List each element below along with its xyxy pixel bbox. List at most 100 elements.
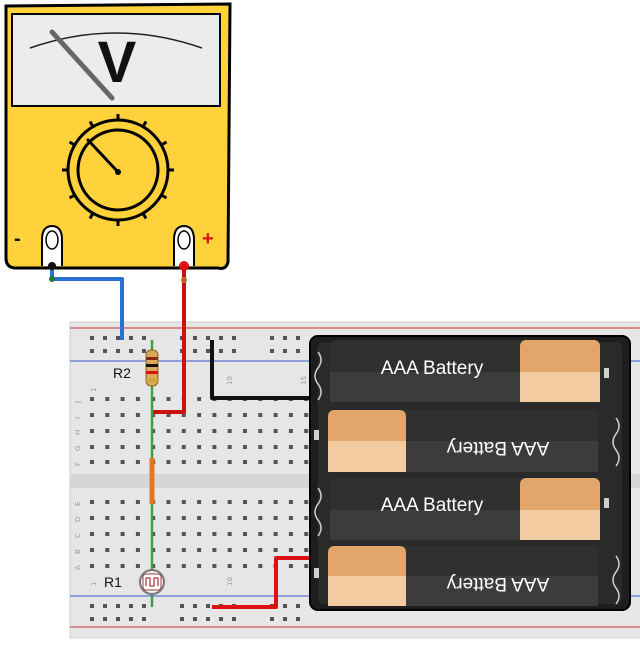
breadboard-hole[interactable] — [227, 532, 232, 536]
breadboard-hole[interactable] — [135, 429, 140, 433]
breadboard-hole[interactable] — [181, 500, 186, 504]
breadboard-hole[interactable] — [166, 397, 171, 401]
breadboard-hole[interactable] — [135, 413, 140, 417]
breadboard-hole[interactable] — [258, 500, 263, 504]
breadboard-hole[interactable] — [166, 532, 171, 536]
breadboard-hole[interactable] — [258, 532, 263, 536]
breadboard-hole[interactable] — [273, 445, 278, 449]
breadboard-hole[interactable] — [197, 516, 202, 520]
breadboard-hole[interactable] — [90, 349, 94, 353]
breadboard-hole[interactable] — [288, 500, 293, 504]
breadboard-hole[interactable] — [296, 617, 300, 621]
breadboard-hole[interactable] — [304, 500, 309, 504]
breadboard-hole[interactable] — [90, 548, 94, 552]
breadboard-hole[interactable] — [212, 460, 217, 464]
breadboard-hole[interactable] — [105, 397, 110, 401]
breadboard-hole[interactable] — [166, 429, 171, 433]
breadboard-hole[interactable] — [206, 604, 210, 608]
breadboard-hole[interactable] — [105, 429, 110, 433]
breadboard-hole[interactable] — [180, 617, 184, 621]
breadboard-hole[interactable] — [304, 532, 309, 536]
breadboard-hole[interactable] — [129, 349, 133, 353]
breadboard-hole[interactable] — [273, 460, 278, 464]
breadboard-hole[interactable] — [283, 349, 287, 353]
breadboard-hole[interactable] — [181, 548, 186, 552]
breadboard-hole[interactable] — [103, 349, 107, 353]
breadboard-hole[interactable] — [135, 564, 140, 568]
breadboard-hole[interactable] — [193, 604, 197, 608]
breadboard-hole[interactable] — [120, 460, 125, 464]
breadboard-hole[interactable] — [135, 532, 140, 536]
breadboard-hole[interactable] — [90, 617, 94, 621]
breadboard-hole[interactable] — [193, 336, 197, 340]
breadboard-hole[interactable] — [304, 564, 309, 568]
breadboard-hole[interactable] — [258, 445, 263, 449]
breadboard-hole[interactable] — [273, 548, 278, 552]
breadboard-hole[interactable] — [181, 564, 186, 568]
breadboard-hole[interactable] — [135, 548, 140, 552]
breadboard-hole[interactable] — [288, 413, 293, 417]
breadboard-hole[interactable] — [227, 564, 232, 568]
breadboard-hole[interactable] — [181, 532, 186, 536]
breadboard-hole[interactable] — [197, 548, 202, 552]
breadboard-hole[interactable] — [120, 397, 125, 401]
breadboard-hole[interactable] — [243, 460, 247, 464]
breadboard-hole[interactable] — [243, 500, 247, 504]
breadboard-hole[interactable] — [90, 532, 94, 536]
breadboard-hole[interactable] — [197, 460, 202, 464]
breadboard-hole[interactable] — [296, 604, 300, 608]
breadboard-hole[interactable] — [116, 604, 120, 608]
breadboard-hole[interactable] — [181, 445, 186, 449]
breadboard-hole[interactable] — [288, 445, 293, 449]
breadboard-hole[interactable] — [243, 548, 247, 552]
breadboard-hole[interactable] — [103, 617, 107, 621]
breadboard-hole[interactable] — [129, 336, 133, 340]
breadboard-hole[interactable] — [288, 532, 293, 536]
breadboard-hole[interactable] — [304, 429, 309, 433]
breadboard-hole[interactable] — [135, 397, 140, 401]
breadboard-hole[interactable] — [105, 460, 110, 464]
breadboard-hole[interactable] — [142, 617, 146, 621]
breadboard-hole[interactable] — [135, 445, 140, 449]
breadboard-hole[interactable] — [166, 460, 171, 464]
breadboard-hole[interactable] — [304, 445, 309, 449]
breadboard-hole[interactable] — [258, 564, 263, 568]
breadboard-hole[interactable] — [232, 349, 236, 353]
breadboard-hole[interactable] — [270, 349, 274, 353]
breadboard-hole[interactable] — [212, 500, 217, 504]
breadboard-hole[interactable] — [166, 445, 171, 449]
breadboard-hole[interactable] — [120, 548, 125, 552]
meter-dial[interactable] — [62, 114, 174, 226]
breadboard-hole[interactable] — [283, 604, 287, 608]
breadboard-hole[interactable] — [212, 516, 217, 520]
breadboard-hole[interactable] — [212, 532, 217, 536]
breadboard-hole[interactable] — [273, 413, 278, 417]
breadboard-hole[interactable] — [273, 500, 278, 504]
breadboard-hole[interactable] — [288, 460, 293, 464]
breadboard-hole[interactable] — [135, 516, 140, 520]
breadboard-hole[interactable] — [103, 604, 107, 608]
breadboard-hole[interactable] — [181, 516, 186, 520]
breadboard-hole[interactable] — [197, 445, 202, 449]
breadboard-hole[interactable] — [212, 564, 217, 568]
breadboard-hole[interactable] — [120, 429, 125, 433]
breadboard-hole[interactable] — [105, 445, 110, 449]
breadboard-hole[interactable] — [296, 336, 300, 340]
breadboard-hole[interactable] — [193, 349, 197, 353]
breadboard-hole[interactable] — [212, 429, 217, 433]
breadboard-hole[interactable] — [105, 413, 110, 417]
resistor-r2[interactable] — [145, 349, 159, 387]
breadboard-hole[interactable] — [105, 516, 110, 520]
breadboard-hole[interactable] — [270, 336, 274, 340]
breadboard-hole[interactable] — [227, 500, 232, 504]
breadboard-hole[interactable] — [304, 516, 309, 520]
breadboard-hole[interactable] — [193, 617, 197, 621]
breadboard-hole[interactable] — [90, 445, 94, 449]
breadboard-hole[interactable] — [142, 336, 146, 340]
breadboard-hole[interactable] — [243, 516, 247, 520]
breadboard-hole[interactable] — [232, 617, 236, 621]
breadboard-hole[interactable] — [288, 564, 293, 568]
breadboard-hole[interactable] — [120, 516, 125, 520]
breadboard-hole[interactable] — [212, 445, 217, 449]
breadboard-hole[interactable] — [166, 500, 171, 504]
